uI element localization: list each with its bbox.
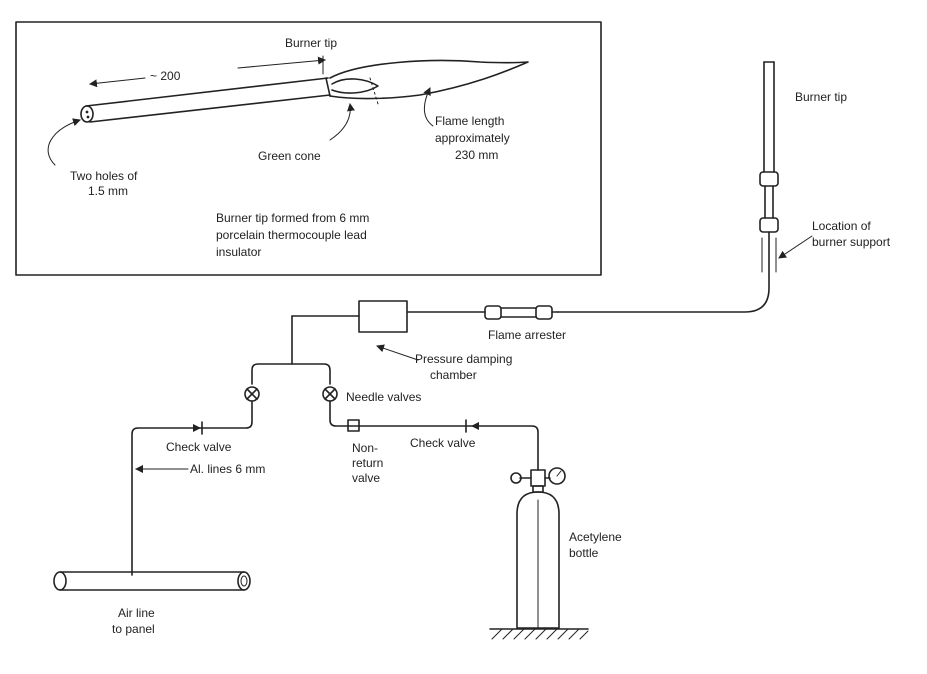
- inset-flame-length-1: Flame length: [435, 114, 504, 128]
- inset-formed-2: porcelain thermocouple lead: [216, 228, 367, 242]
- pressure-gauge: [548, 467, 566, 485]
- length-dimension-arrow-right: [237, 56, 326, 69]
- needle-valve-acetylene: [322, 386, 338, 402]
- inset-burner-tip-label: Burner tip: [285, 36, 337, 50]
- inset-holes-label-1: Two holes of: [70, 169, 138, 183]
- air-line-label-2: to panel: [112, 622, 155, 636]
- flame-arrester: [407, 305, 559, 320]
- main-schematic: Burner tip Location of burner support Fl…: [53, 61, 891, 640]
- air-pipe: [131, 400, 253, 576]
- pressure-damping-leader: [376, 344, 419, 361]
- check-valve-left-label: Check valve: [166, 440, 232, 454]
- vertical-burner: [557, 61, 779, 313]
- pressure-damping-label-1: Pressure damping: [415, 352, 512, 366]
- acetylene-pipe: [329, 400, 539, 471]
- green-cone-shape: [331, 78, 379, 94]
- bottle-body: [516, 491, 560, 629]
- burner-tip-label: Burner tip: [795, 90, 847, 104]
- non-return-valve: [347, 419, 360, 432]
- al-lines-label: Al. lines 6 mm: [190, 462, 265, 476]
- check-valve-right-label: Check valve: [410, 436, 476, 450]
- inset-formed-1: Burner tip formed from 6 mm: [216, 211, 369, 225]
- holes-leader: [47, 118, 81, 166]
- non-return-label-3: valve: [352, 471, 380, 485]
- inset-flame-length-2: approximately: [435, 131, 510, 145]
- pressure-damping-chamber: [358, 300, 408, 333]
- inset-frame: [15, 21, 602, 276]
- burner-support-leader: [778, 235, 813, 259]
- non-return-label-1: Non-: [352, 441, 378, 455]
- needle-valves-label: Needle valves: [346, 390, 421, 404]
- length-dimension-arrow-left: [89, 77, 146, 88]
- non-return-label-2: return: [352, 456, 383, 470]
- inset-length-label: ~ 200: [150, 69, 181, 83]
- air-line-pipe: [53, 571, 251, 591]
- ground-hatching: [491, 628, 589, 640]
- flame-shape: [329, 59, 529, 105]
- burner-support-label-1: Location of: [812, 219, 871, 233]
- flame-arrester-label: Flame arrester: [488, 328, 566, 342]
- flame-length-leader: [423, 87, 434, 127]
- green-cone-leader: [329, 103, 355, 141]
- acetylene-bottle: [489, 467, 589, 640]
- needle-valve-air: [244, 386, 260, 402]
- lower-coupling: [759, 217, 779, 233]
- regulator-body: [530, 469, 546, 487]
- regulator-knob: [510, 472, 522, 484]
- inset-detail: ~ 200 Burner tip Two holes of 1.5 mm Gre…: [15, 21, 602, 276]
- inset-formed-3: insulator: [216, 245, 261, 259]
- burner-support-label-2: burner support: [812, 235, 891, 249]
- acetylene-label-1: Acetylene: [569, 530, 622, 544]
- pressure-damping-label-2: chamber: [430, 368, 477, 382]
- inset-flame-length-3: 230 mm: [455, 148, 498, 162]
- inset-green-cone-label: Green cone: [258, 149, 321, 163]
- inset-holes-label-2: 1.5 mm: [88, 184, 128, 198]
- acetylene-label-2: bottle: [569, 546, 599, 560]
- porcelain-tube: [80, 77, 331, 123]
- air-line-label-1: Air line: [118, 606, 155, 620]
- upper-coupling: [759, 171, 779, 187]
